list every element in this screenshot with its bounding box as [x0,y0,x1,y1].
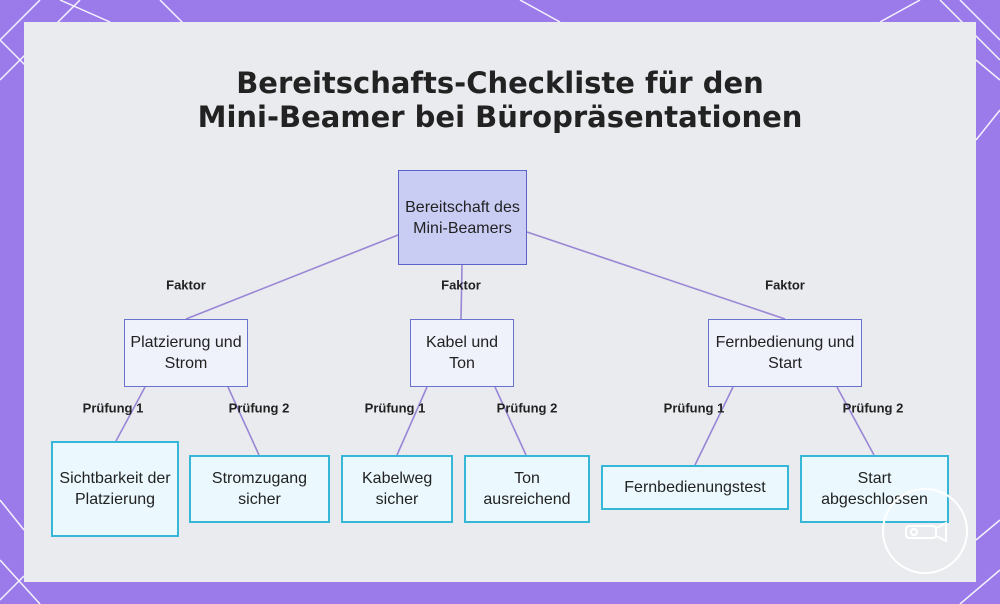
edge-factor-1-check-2 [227,386,260,456]
check-3-1-label: Fernbedienungstest [624,479,766,496]
check-node-remote-test: Fernbedienungstest [601,465,789,510]
projector-logo-icon [882,488,968,574]
check-node-power-access: Stromzugang sicher [189,455,330,523]
check-node-sound-level: Ton ausreichend [464,455,590,523]
factor-3-edge-label: Faktor [765,277,805,293]
factor-1-label: Platzierung und Strom [130,334,242,372]
check-2-1-edge-label: Prüfung 1 [364,400,426,416]
factor-node-placement-power: Platzierung und Strom [124,319,248,387]
factor-node-remote-start: Fernbedienung und Start [708,319,862,387]
edge-factor-3-check-2 [836,386,875,456]
root-label: Bereitschaft des Mini-Beamers [405,198,520,237]
check-2-1-label: Kabelweg sicher [362,470,433,508]
check-3-2-edge-label: Prüfung 2 [842,400,904,416]
factor-2-label: Kabel und Ton [425,334,499,372]
check-1-1-edge-label: Prüfung 1 [82,400,144,416]
check-node-placement-visibility: Sichtbarkeit der Platzierung [51,441,179,537]
title-line-2: Mini-Beamer bei Büropräsentationen [197,100,803,134]
edge-factor-1-check-1 [115,386,146,442]
factor-1-edge-label: Faktor [166,277,206,293]
edge-root-factor-1 [185,234,399,320]
edge-root-factor-2 [460,264,463,320]
edge-factor-3-check-1 [694,386,734,466]
check-2-2-edge-label: Prüfung 2 [496,400,558,416]
check-1-2-label: Stromzugang sicher [211,470,308,508]
check-2-2-label: Ton ausreichend [483,470,571,508]
check-3-1-edge-label: Prüfung 1 [663,400,725,416]
check-node-cable-route: Kabelweg sicher [341,455,453,523]
factor-node-cable-sound: Kabel und Ton [410,319,514,387]
factor-3-label: Fernbedienung und Start [715,334,855,372]
edge-root-factor-3 [526,231,786,320]
title-line-1: Bereitschafts-Checkliste für den [236,66,764,100]
check-1-1-label: Sichtbarkeit der Platzierung [59,470,171,508]
check-1-2-edge-label: Prüfung 2 [228,400,290,416]
edge-factor-2-check-1 [396,386,428,456]
factor-2-edge-label: Faktor [441,277,481,293]
page-title: Bereitschafts-Checkliste für den Mini-Be… [0,66,1000,134]
edge-factor-2-check-2 [494,386,527,456]
root-node: Bereitschaft des Mini-Beamers [398,170,527,265]
